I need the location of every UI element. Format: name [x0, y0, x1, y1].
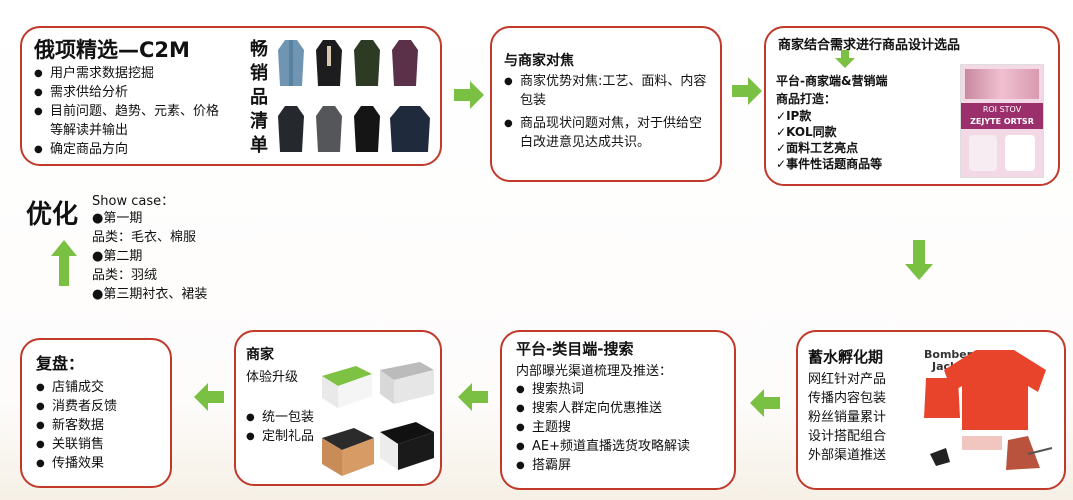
label-char: 清 — [250, 111, 268, 132]
coat-image — [388, 36, 422, 90]
list-item: 商家优势对焦:工艺、面料、内容包装 — [504, 72, 712, 110]
check-list: ✓IP款 ✓KOL同款 ✓面料工艺亮点 ✓事件性话题商品等 — [776, 108, 882, 172]
coat-image — [388, 102, 432, 156]
check-icon: ✓ — [776, 141, 787, 155]
poster-text: ZEJYTE ORTSR — [970, 117, 1034, 126]
poster-text: ROI STOV — [982, 105, 1022, 114]
label-char: 畅 — [250, 39, 268, 60]
arrow-icon — [452, 78, 486, 112]
text-line: 品类：羽绒 — [92, 268, 158, 283]
arrow-icon — [50, 238, 78, 288]
list-item: 定制礼品 — [246, 427, 322, 446]
merchant-upgrade-box: 商家 体验升级 统一包装 定制礼品 — [234, 330, 442, 486]
box-title: 俄项精选—C2M — [34, 38, 190, 62]
arrow-icon — [904, 238, 934, 282]
arrow-icon — [730, 74, 764, 108]
c2m-selection-box: 俄项精选—C2M 用户需求数据挖掘 需求供给分析 目前问题、趋势、元素、价格等解… — [20, 26, 442, 166]
list-item: 统一包装 — [246, 408, 322, 427]
check-item: ✓KOL同款 — [776, 125, 837, 139]
label-char: 品 — [250, 87, 268, 108]
check-icon: ✓ — [776, 109, 787, 123]
list-item: 需求供给分析 — [34, 83, 219, 102]
label-char: 单 — [250, 135, 268, 156]
text-line: 品类：毛衣、棉服 — [92, 230, 197, 245]
image-caption: Bomber — [924, 348, 973, 361]
showcase-lines: ●第一期 品类：毛衣、棉服 ●第二期 品类：羽绒 ●第三期衬衣、裙装 — [92, 209, 207, 304]
bestseller-list-label: 畅 销 品 清 单 — [248, 38, 270, 158]
list-item: AE+频道直播选货攻略解读 — [516, 437, 732, 456]
showcase-heading: Show case： — [92, 194, 175, 209]
product-design-box: 商家结合需求进行商品设计选品 平台-商家端&营销端 商品打造： ✓IP款 ✓KO… — [764, 26, 1060, 186]
list-item: 关联销售 — [36, 435, 166, 454]
text-line: ●第一期 — [92, 211, 143, 226]
box-title: 蓄水孵化期 — [808, 348, 884, 366]
box-title: 平台-类目端-搜索 — [516, 340, 634, 358]
incubation-box: 蓄水孵化期 网红针对产品 传播内容包装 粉丝销量累计 设计搭配组合 外部渠道推送… — [796, 330, 1066, 490]
coat-image — [350, 36, 384, 90]
packaging-image — [320, 352, 438, 480]
box-title: 与商家对焦 — [504, 53, 574, 69]
optimize-label: 优化 — [26, 200, 79, 230]
list-item: 确定商品方向 — [34, 140, 219, 159]
list-item: 传播效果 — [36, 454, 166, 473]
coat-image — [274, 102, 308, 156]
coat-image — [350, 102, 384, 156]
text-line: 传播内容包装 — [808, 391, 887, 406]
box-list: 统一包装 定制礼品 — [246, 408, 322, 446]
check-icon: ✓ — [776, 157, 787, 171]
list-item: 搜索人群定向优惠推送 — [516, 399, 732, 418]
platform-subtitle: 平台-商家端&营销端 — [776, 74, 888, 88]
text-line: 粉丝销量累计 — [808, 410, 887, 425]
list-item: 用户需求数据挖掘 — [34, 64, 219, 83]
coat-image — [312, 36, 346, 90]
box-list: 商家优势对焦:工艺、面料、内容包装 商品现状问题对焦，对于供给空白改进意见达成共… — [504, 72, 712, 152]
box-title: 复盘： — [36, 354, 85, 373]
arrow-icon — [748, 386, 782, 420]
text-line: ●第三期衬衣、裙装 — [92, 287, 208, 302]
arrow-icon — [192, 380, 226, 414]
box-list: 用户需求数据挖掘 需求供给分析 目前问题、趋势、元素、价格等解读并输出 确定商品… — [34, 64, 219, 159]
box-subtitle: 体验升级 — [246, 370, 299, 385]
promo-poster-image: ROI STOV ZEJYTE ORTSR — [960, 64, 1044, 178]
list-item: 店铺成交 — [36, 378, 166, 397]
search-channel-box: 平台-类目端-搜索 内部曝光渠道梳理及推送： 搜索热词 搜索人群定向优惠推送 主… — [500, 330, 736, 490]
review-box: 复盘： 店铺成交 消费者反馈 新客数据 关联销售 传播效果 — [20, 338, 172, 488]
check-item: ✓面料工艺亮点 — [776, 141, 859, 155]
check-item: ✓IP款 — [776, 109, 812, 123]
box-title: 商家结合需求进行商品设计选品 — [778, 38, 961, 53]
list-item: 主题搜 — [516, 418, 732, 437]
list-item: 新客数据 — [36, 416, 166, 435]
jacket-collage-image: Bomber Jacket — [916, 344, 1062, 484]
box-list: 店铺成交 消费者反馈 新客数据 关联销售 传播效果 — [36, 378, 166, 473]
text-line: 网红针对产品 — [808, 372, 887, 387]
merchant-alignment-box: 与商家对焦 商家优势对焦:工艺、面料、内容包装 商品现状问题对焦，对于供给空白改… — [490, 26, 722, 182]
product-build-label: 商品打造： — [776, 92, 837, 106]
label-char: 销 — [250, 63, 268, 84]
box-title: 商家 — [246, 347, 274, 363]
coat-image — [274, 36, 308, 90]
box-list: 搜索热词 搜索人群定向优惠推送 主题搜 AE+频道直播选货攻略解读 搭霸屏 — [516, 380, 732, 475]
list-item: 消费者反馈 — [36, 397, 166, 416]
box-subtitle: 内部曝光渠道梳理及推送： — [516, 364, 673, 379]
list-item: 搜索热词 — [516, 380, 732, 399]
list-item: 商品现状问题对焦，对于供给空白改进意见达成共识。 — [504, 114, 712, 152]
text-line: 设计搭配组合 — [808, 429, 887, 444]
text-line: 外部渠道推送 — [808, 448, 887, 463]
text-line: ●第二期 — [92, 249, 143, 264]
incubation-lines: 网红针对产品 传播内容包装 粉丝销量累计 设计搭配组合 外部渠道推送 — [808, 370, 886, 465]
coat-image — [312, 102, 346, 156]
list-item: 搭霸屏 — [516, 456, 732, 475]
arrow-icon — [834, 50, 856, 68]
list-item: 目前问题、趋势、元素、价格等解读并输出 — [34, 102, 219, 140]
arrow-icon — [456, 380, 490, 414]
check-item: ✓事件性话题商品等 — [776, 157, 883, 171]
check-icon: ✓ — [776, 125, 787, 139]
